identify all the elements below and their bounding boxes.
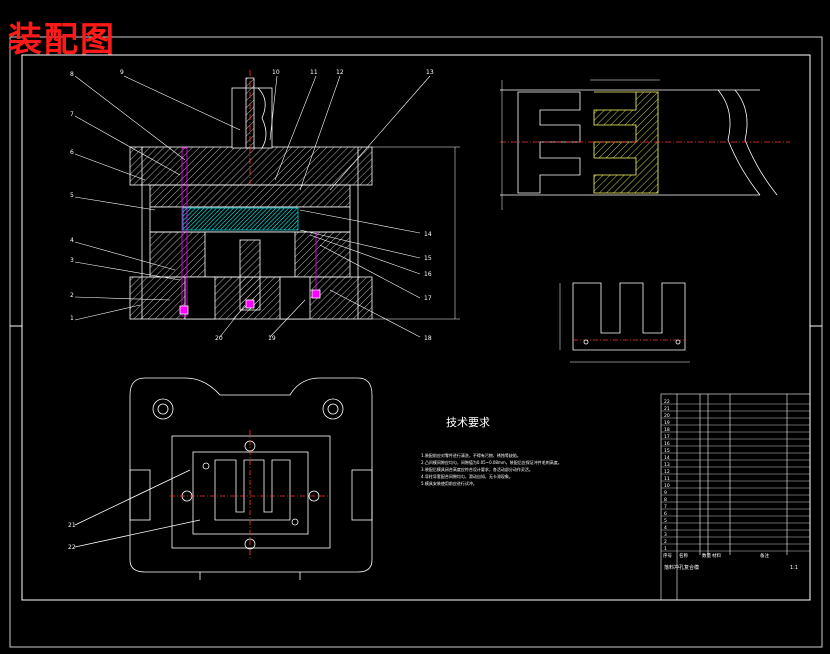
stripper-plate-section [182, 207, 299, 231]
callout-17: 17 [424, 295, 432, 302]
callout-6: 6 [70, 149, 74, 156]
callout-7: 7 [70, 111, 74, 118]
callout-20: 20 [215, 335, 223, 342]
callout-5: 5 [70, 192, 74, 199]
title-block-row-number: 6 [664, 511, 667, 517]
title-block-row-number: 3 [664, 532, 667, 538]
scale: 1:1 [790, 565, 798, 571]
callout-12: 12 [336, 69, 344, 76]
technical-requirements-heading: 技术要求 [446, 416, 490, 429]
title-block-row-number: 4 [664, 525, 667, 531]
title-block-row-number: 21 [664, 406, 670, 412]
title-block-row-number: 8 [664, 497, 667, 503]
note-5: 5.模具安装使用前应进行试冲。 [421, 481, 477, 486]
callout-15: 15 [424, 255, 432, 262]
title-block-row-number: 14 [664, 455, 670, 461]
title-block-header: 数量 [702, 552, 711, 559]
plan-callout-21: 21 [68, 522, 76, 529]
callout-3: 3 [70, 257, 74, 264]
title-block-row-number: 13 [664, 462, 670, 468]
title-block-row-number: 22 [664, 399, 670, 405]
title-block-rows: 22212019181716151413121110987654321序号名称数… [661, 399, 810, 571]
callout-leaders [74, 75, 431, 338]
title-block-header: 备注 [760, 552, 769, 559]
strip-layout [500, 79, 790, 210]
callout-10: 10 [272, 69, 280, 76]
callout-labels: 8 7 6 5 4 3 2 1 9 10 11 12 13 14 15 16 1… [70, 69, 434, 342]
callout-9: 9 [120, 69, 124, 76]
title-block-row-number: 2 [664, 539, 667, 545]
title-block-header: 名称 [679, 552, 688, 559]
title-block-row-number: 17 [664, 434, 670, 440]
callout-11: 11 [310, 69, 318, 76]
title-block-row-number: 12 [664, 469, 670, 475]
title-block-row-number: 18 [664, 427, 670, 433]
title-block-row-number: 9 [664, 490, 667, 496]
title-block-row-number: 19 [664, 420, 670, 426]
inner-frame [21, 54, 811, 601]
title-block-row-number: 20 [664, 413, 670, 419]
callout-1: 1 [70, 315, 74, 322]
callout-8: 8 [70, 71, 74, 78]
plan-callout-22: 22 [68, 544, 76, 551]
page-title: 装配图 [8, 20, 116, 60]
title-block-row-number: 7 [664, 504, 667, 510]
callout-2: 2 [70, 292, 74, 299]
note-2: 2.凸凹模间隙应均匀，间隙值为0.05~0.08mm，装配后应保证冲件毛刺高度。 [421, 460, 562, 465]
callout-14: 14 [424, 231, 432, 238]
front-section-view [129, 70, 460, 320]
title-block-row-number: 10 [664, 483, 670, 489]
title-block-row-number: 16 [664, 441, 670, 447]
title-block [660, 393, 811, 601]
title-block-row-number: 1 [664, 546, 667, 552]
note-1: 1.装配前应对零件进行清洗，不得有污物、锈蚀等缺陷。 [421, 453, 521, 458]
note-4: 4.导柱导套配合间隙均匀，滑动自如，无卡滞现象。 [421, 474, 513, 479]
drawing-name: 落料冲孔复合模 [664, 564, 699, 571]
title-block-header: 材料 [712, 552, 721, 559]
callout-18: 18 [424, 335, 432, 342]
technical-requirements-notes: 1.装配前应对零件进行清洗，不得有污物、锈蚀等缺陷。 2.凸凹模间隙应均匀，间隙… [421, 452, 621, 487]
callout-4: 4 [70, 237, 74, 244]
outer-frame [9, 36, 823, 648]
left-pin [181, 147, 188, 317]
callout-19: 19 [268, 335, 276, 342]
part-drawing [559, 282, 690, 363]
callout-16: 16 [424, 271, 432, 278]
title-block-header: 序号 [663, 552, 672, 559]
title-block-row-number: 15 [664, 448, 670, 454]
title-block-row-number: 5 [664, 518, 667, 524]
plan-view [74, 377, 373, 580]
note-3: 3.装配后模具闭合高度应符合设计要求，各活动部分动作灵活。 [421, 467, 533, 472]
callout-13: 13 [426, 69, 434, 76]
title-block-row-number: 11 [664, 476, 670, 482]
